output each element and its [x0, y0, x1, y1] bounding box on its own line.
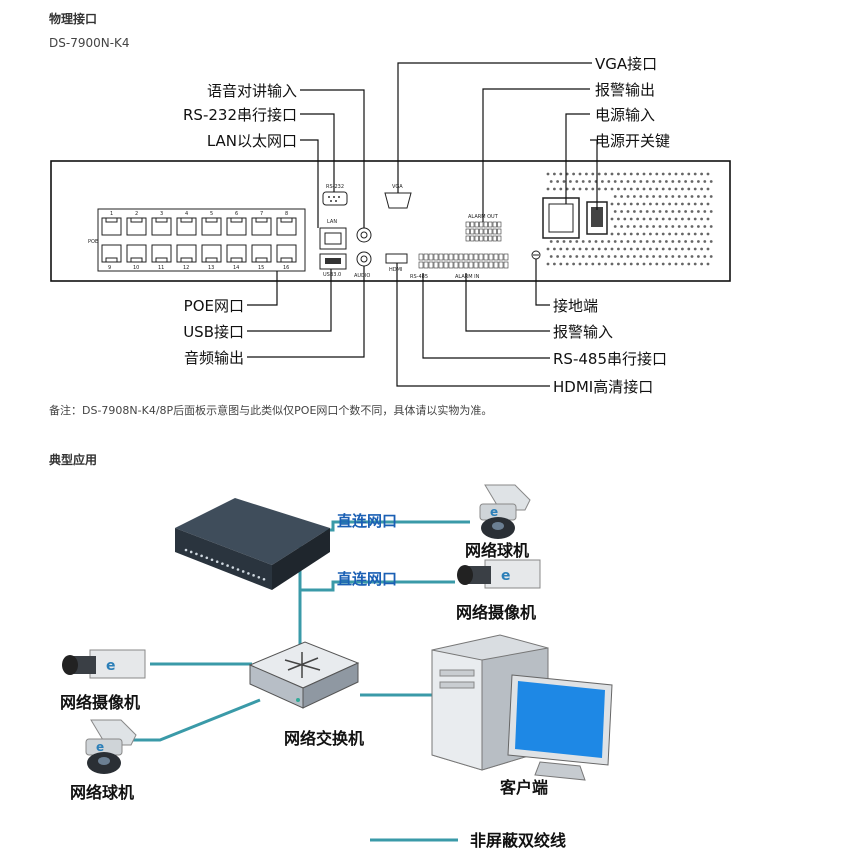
poe-port-label: POE: [88, 239, 98, 245]
poe-port-number: 14: [233, 265, 239, 271]
rs485-label: RS-485: [410, 274, 428, 280]
poe-port-number: 16: [283, 265, 289, 271]
callout-audio-out: 音频输出: [184, 349, 244, 367]
poe-port-number: 13: [208, 265, 214, 271]
box-camera-left-label: 网络摄像机: [60, 693, 140, 712]
vga-port: [384, 192, 412, 209]
alarm-in-label: ALARM IN: [455, 274, 480, 280]
direct-link-label-2: 直连网口: [337, 570, 397, 588]
client-label: 客户端: [500, 778, 548, 797]
callout-lan: LAN以太网口: [207, 132, 297, 150]
lan-label: LAN: [327, 219, 337, 225]
rs232-label: RS-232: [326, 184, 344, 190]
rs232-port: [322, 191, 348, 206]
hdmi-label: HDMI: [389, 267, 402, 273]
client-pc: [431, 634, 613, 781]
box-camera-top-label: 网络摄像机: [456, 603, 536, 622]
callout-ground: 接地端: [553, 297, 598, 315]
svg-text:e: e: [96, 740, 104, 754]
dome-camera-left: e: [85, 719, 137, 774]
poe-port-number: 11: [158, 265, 164, 271]
poe-port-number: 6: [235, 211, 238, 217]
callout-vga: VGA接口: [595, 55, 657, 73]
poe-port-number: 9: [108, 265, 111, 271]
callout-rs485: RS-485串行接口: [553, 350, 667, 368]
poe-port-number: 12: [183, 265, 189, 271]
svg-text:e: e: [490, 505, 498, 519]
section-title-physical-interface: 物理接口: [49, 12, 98, 26]
section-title-typical-application: 典型应用: [49, 453, 98, 467]
nvr-device: [175, 498, 330, 590]
box-camera-left: e: [62, 649, 146, 679]
dome-camera-left-label: 网络球机: [70, 783, 134, 802]
poe-port-number: 1: [110, 211, 113, 217]
poe-port-number: 2: [135, 211, 138, 217]
poe-port-number: 7: [260, 211, 263, 217]
legend-label: 非屏蔽双绞线: [470, 831, 566, 850]
dome-camera-top: e: [479, 484, 531, 539]
hdmi-port: [385, 253, 408, 264]
rear-panel-diagram: POE 1 9 2 10 3 11 4 12 5 13 6 14 7 15 8 16 RS-232 LAN U…: [50, 55, 731, 396]
direct-link-label-1: 直连网口: [337, 512, 397, 530]
callout-power-switch: 电源开关键: [595, 132, 670, 150]
poe-port-number: 8: [285, 211, 288, 217]
poe-port-number: 15: [258, 265, 264, 271]
callout-usb: USB接口: [183, 323, 244, 341]
svg-text:e: e: [106, 658, 116, 674]
network-switch: [248, 641, 360, 709]
callout-alarm-in: 报警输入: [553, 323, 613, 341]
callout-poe: POE网口: [184, 297, 244, 315]
callout-alarm-out: 报警输出: [595, 81, 655, 99]
poe-port-number: 10: [133, 265, 139, 271]
box-camera-top: e: [457, 559, 541, 589]
dome-camera-top-label: 网络球机: [465, 541, 529, 560]
callout-power-input: 电源输入: [595, 106, 655, 124]
poe-port-number: 4: [185, 211, 188, 217]
usb-label: USB3.0: [323, 272, 341, 278]
model-name: DS-7900N-K4: [49, 36, 130, 50]
poe-port-number: 3: [160, 211, 163, 217]
callout-rs232: RS-232串行接口: [183, 106, 297, 124]
svg-text:e: e: [501, 568, 511, 584]
poe-port-number: 5: [210, 211, 213, 217]
panel-note: 备注：DS-7908N-K4/8P后面板示意图与此类似仅POE网口个数不同，具体…: [49, 404, 493, 417]
switch-label: 网络交换机: [284, 729, 364, 748]
callout-hdmi: HDMI高清接口: [553, 378, 653, 396]
lan-port: [319, 227, 347, 250]
audio-label: AUDIO: [354, 273, 370, 279]
callout-intercom-input: 语音对讲输入: [207, 82, 297, 100]
application-diagram: e e e e 直连网口 直连网口 网络球机 网络摄像机 网络摄像机 网络交换机: [60, 484, 613, 850]
